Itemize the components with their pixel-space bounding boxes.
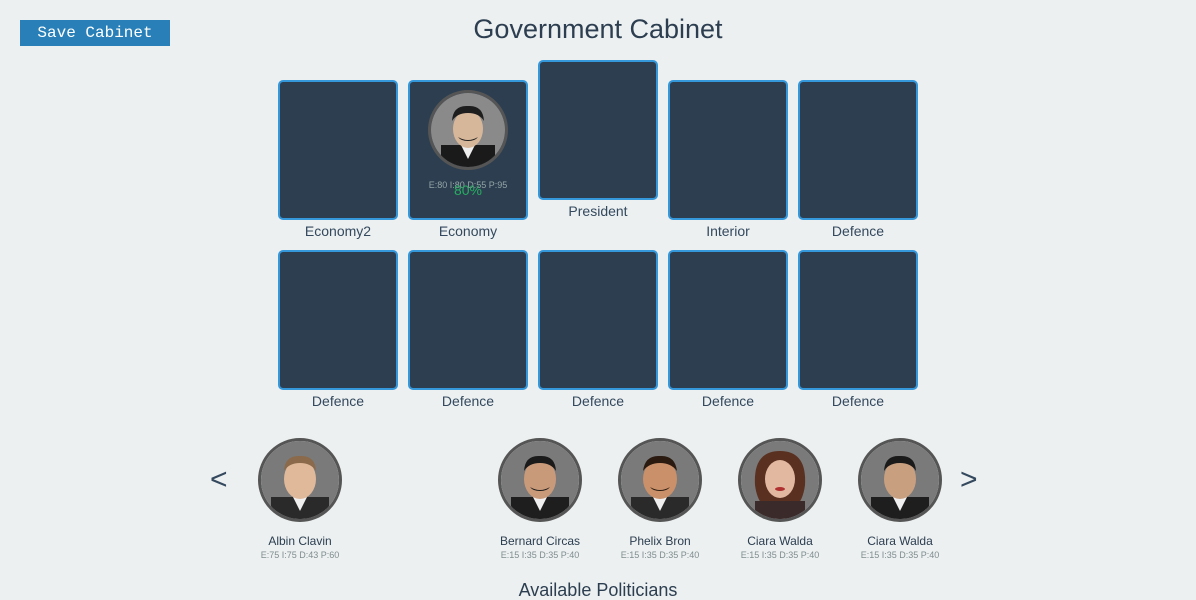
man-portrait-icon [621, 441, 699, 519]
slot-box[interactable] [538, 250, 658, 390]
man-portrait-icon [501, 441, 579, 519]
slot-box[interactable] [538, 60, 658, 200]
cabinet-slot-president[interactable]: President [538, 60, 658, 219]
man-portrait-icon [431, 93, 505, 167]
cabinet-slot-defence[interactable]: Defence [408, 250, 528, 409]
slot-label: Economy2 [304, 223, 372, 239]
carousel-prev-button[interactable]: < [210, 463, 228, 496]
politician-card[interactable]: Bernard Circas E:15 I:35 D:35 P:40 [480, 438, 600, 560]
politician-portrait[interactable] [618, 438, 702, 522]
slot-box[interactable] [408, 250, 528, 390]
slot-label: Defence [701, 393, 755, 409]
politician-portrait[interactable] [498, 438, 582, 522]
slot-box[interactable] [798, 80, 918, 220]
cabinet-slot-defence[interactable]: Defence [798, 250, 918, 409]
slot-label: Defence [441, 393, 495, 409]
politician-name: Albin Clavin [268, 534, 332, 548]
slot-label: Defence [311, 393, 365, 409]
save-cabinet-button[interactable]: Save Cabinet [20, 20, 170, 46]
cabinet-slot-economy[interactable]: E:80 I:80 D:55 P:95 80% Economy [408, 80, 528, 239]
politician-card[interactable]: Phelix Bron E:15 I:35 D:35 P:40 [600, 438, 720, 560]
approval-percent: 80% [453, 182, 483, 198]
politician-name: Phelix Bron [629, 534, 691, 548]
politician-portrait[interactable] [858, 438, 942, 522]
page-title: Government Cabinet [473, 14, 723, 44]
slot-box[interactable] [668, 80, 788, 220]
woman-portrait-icon [741, 441, 819, 519]
politician-portrait[interactable] [738, 438, 822, 522]
slot-stats: E:80 I:80 D:55 P:95 [428, 180, 508, 190]
cabinet-slot-defence[interactable]: Defence [798, 80, 918, 239]
slot-box[interactable] [668, 250, 788, 390]
cabinet-slot-defence[interactable]: Defence [538, 250, 658, 409]
politician-portrait[interactable] [258, 438, 342, 522]
slot-label: Defence [831, 223, 885, 239]
slot-label: Defence [831, 393, 885, 409]
man-portrait-icon [861, 441, 939, 519]
politician-card[interactable]: Albin Clavin E:75 I:75 D:43 P:60 [240, 438, 360, 560]
cabinet-slot-defence[interactable]: Defence [278, 250, 398, 409]
slot-box[interactable] [798, 250, 918, 390]
politician-stats: E:15 I:35 D:35 P:40 [740, 550, 820, 560]
cabinet-slot-defence[interactable]: Defence [668, 250, 788, 409]
cabinet-slot-interior[interactable]: Interior [668, 80, 788, 239]
politician-name: Ciara Walda [867, 534, 933, 548]
slot-box[interactable] [278, 250, 398, 390]
slot-label: Defence [571, 393, 625, 409]
carousel-next-button[interactable]: > [960, 463, 978, 496]
politician-card[interactable]: Ciara Walda E:15 I:35 D:35 P:40 [840, 438, 960, 560]
politician-name: Bernard Circas [499, 534, 581, 548]
politician-stats: E:15 I:35 D:35 P:40 [620, 550, 700, 560]
man-portrait-icon [261, 441, 339, 519]
slot-box[interactable] [278, 80, 398, 220]
politician-stats: E:75 I:75 D:43 P:60 [260, 550, 340, 560]
politician-card[interactable]: Ciara Walda E:15 I:35 D:35 P:40 [720, 438, 840, 560]
available-politicians-title: Available Politicians [518, 580, 678, 600]
politician-portrait[interactable] [428, 90, 508, 170]
slot-label: Interior [706, 223, 750, 239]
politician-name: Ciara Walda [747, 534, 813, 548]
slot-label: President [568, 203, 628, 219]
slot-label: Economy [438, 223, 498, 239]
politician-stats: E:15 I:35 D:35 P:40 [860, 550, 940, 560]
politician-stats: E:15 I:35 D:35 P:40 [500, 550, 580, 560]
cabinet-slot-economy2[interactable]: Economy2 [278, 80, 398, 239]
slot-box[interactable]: E:80 I:80 D:55 P:95 80% [408, 80, 528, 220]
